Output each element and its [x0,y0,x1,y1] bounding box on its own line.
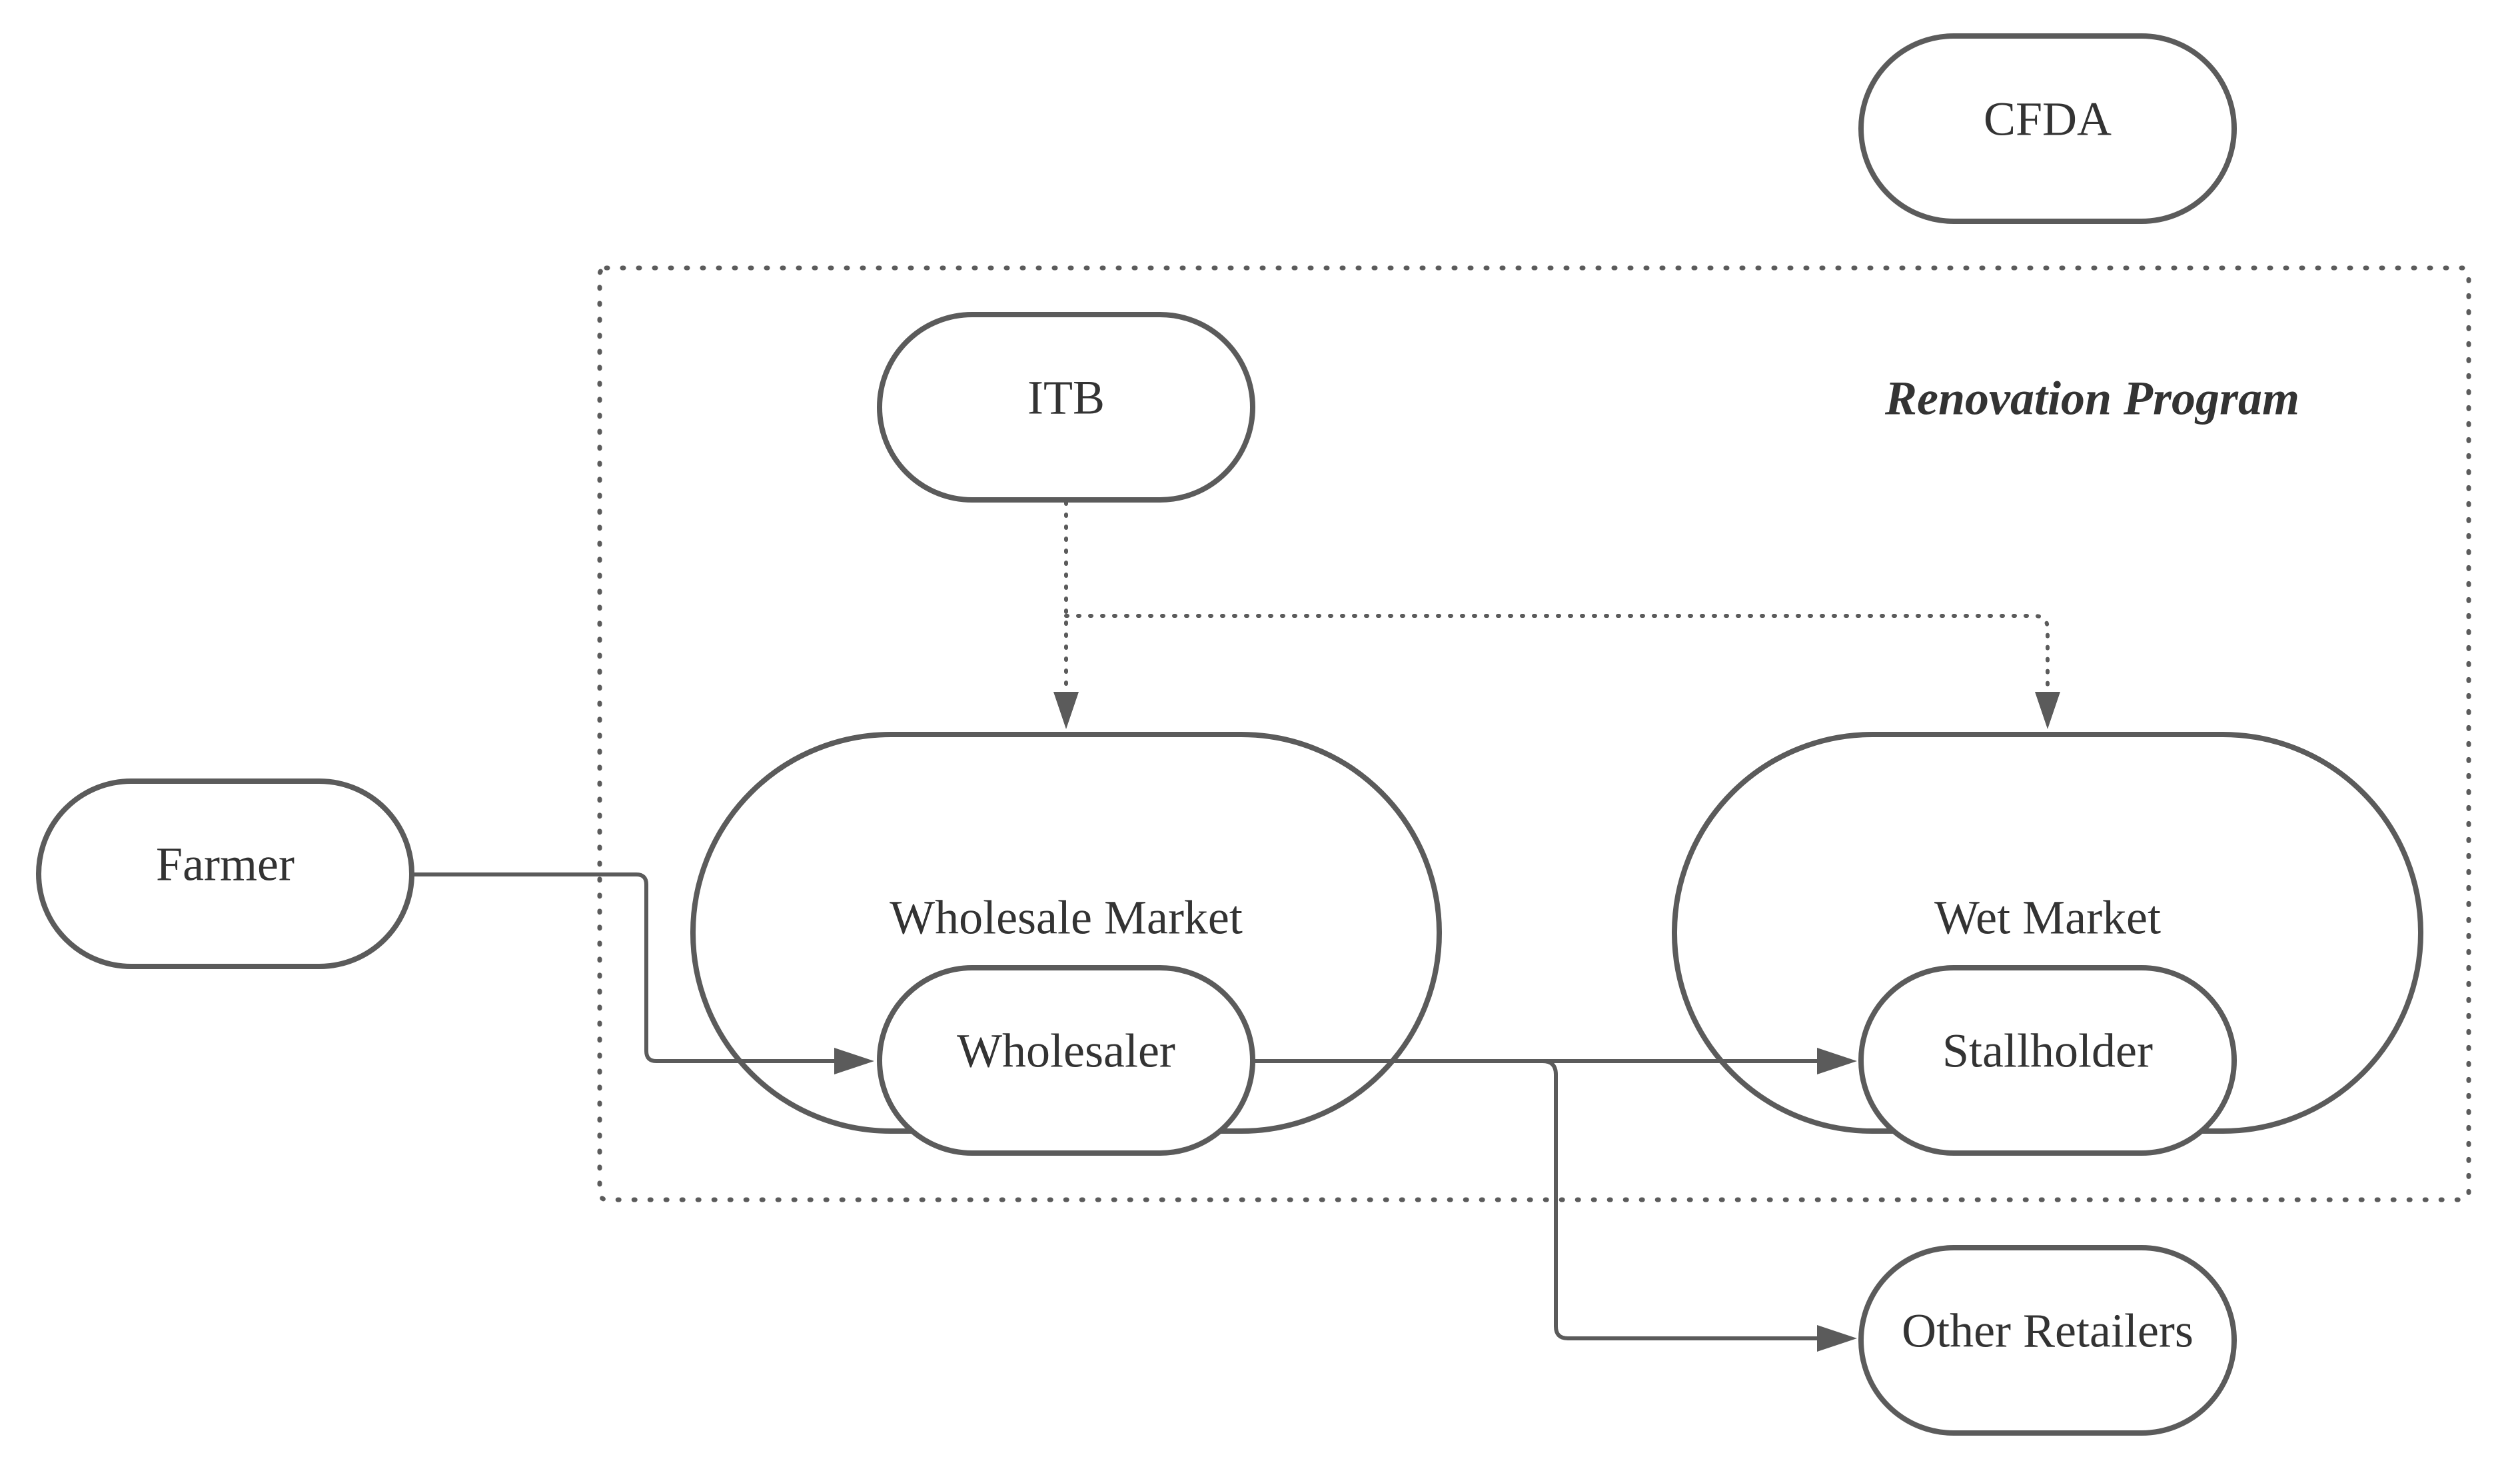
other-retailers-label: Other Retailers [1902,1304,2194,1358]
wholesaler-node[interactable]: Wholesaler [877,965,1255,1156]
stallholder-label: Stallholder [1942,1024,2153,1078]
itb-to-wholesale-market-arrow [1053,692,1079,729]
farmer-to-wholesaler-edge [413,872,836,1063]
renovation-program-group [597,265,2471,1202]
wholesaler-to-other-retailers-edge [1542,1059,1819,1340]
itb-to-wet-market-arrow [2035,692,2060,729]
wet-market-node[interactable]: Wet Market [1672,732,2423,1134]
itb-node[interactable]: ITB [877,312,1255,503]
wholesaler-to-stallholder-arrow [1817,1048,1857,1074]
cfda-node[interactable]: CFDA [1858,33,2237,224]
renovation-program-label: Renovation Program [1884,372,2299,425]
farmer-node[interactable]: Farmer [36,778,414,969]
cfda-label: CFDA [1984,93,2112,146]
farmer-label: Farmer [156,838,295,891]
wholesaler-label: Wholesaler [957,1024,1175,1078]
wet-market-label: Wet Market [1934,891,2161,944]
stallholder-node[interactable]: Stallholder [1858,965,2237,1156]
farmer-to-wholesaler-arrow [834,1048,874,1074]
itb-label: ITB [1027,371,1105,425]
other-retailers-node[interactable]: Other Retailers [1858,1245,2237,1436]
wholesaler-to-other-retailers-arrow [1817,1325,1857,1352]
wholesale-market-label: Wholesale Market [890,891,1243,944]
itb-to-wet-market-edge [1064,614,2050,695]
